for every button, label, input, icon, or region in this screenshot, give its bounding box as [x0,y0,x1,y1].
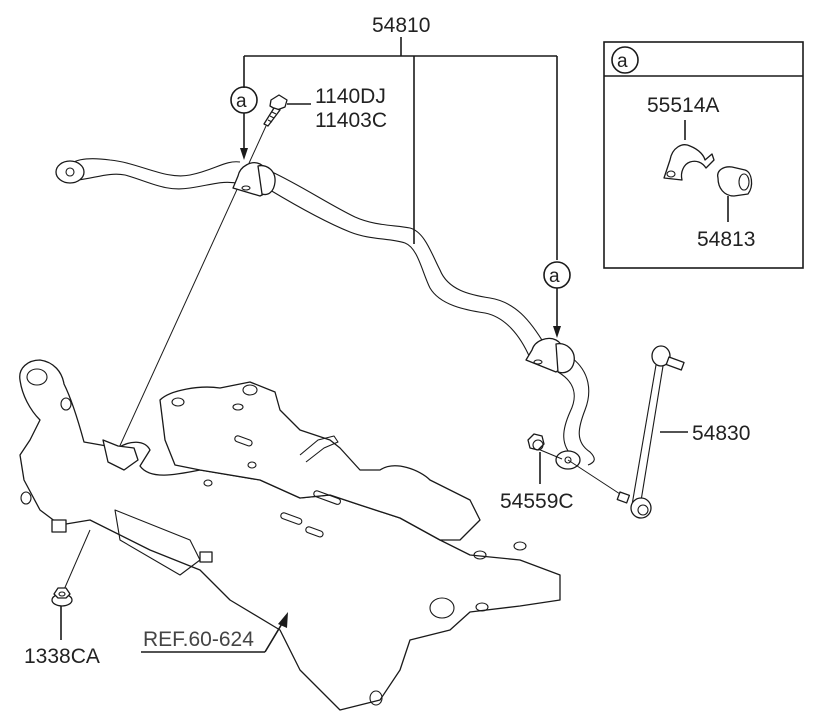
ref-leader [141,612,288,653]
callout-a-right[interactable]: a [543,261,571,338]
nut-icon[interactable] [527,433,545,451]
label-55514A[interactable]: 55514A [647,94,719,117]
leader-nut-link [537,448,563,460]
leader-link-stud [567,459,621,495]
bushing-bracket-left[interactable] [232,162,276,197]
detail-box-marker: a [617,51,628,72]
callout-a-left-text: a [236,91,247,112]
label-11403C[interactable]: 11403C [315,109,387,132]
label-1140DJ[interactable]: 1140DJ [315,85,386,108]
bushing-icon[interactable] [717,166,753,197]
stabilizer-bar[interactable] [55,158,595,470]
stabilizer-link[interactable] [616,345,685,519]
bracket-icon[interactable] [663,144,715,181]
bolt-icon[interactable] [263,94,288,127]
subframe[interactable] [19,359,561,711]
flange-nut-icon[interactable] [51,587,73,607]
leader-nut-subframe-top [62,529,91,593]
callout-a-right-text: a [549,266,560,287]
label-54830[interactable]: 54830 [692,422,750,445]
label-ref-60-624[interactable]: REF.60-624 [143,628,254,651]
callout-a-left[interactable]: a [230,86,258,160]
bushing-bracket-right[interactable] [525,337,575,374]
label-1338CA[interactable]: 1338CA [24,645,100,668]
leader-54810 [243,37,558,260]
label-54559C[interactable]: 54559C [500,490,574,513]
label-54810[interactable]: 54810 [372,14,430,37]
detail-box: a [603,41,804,269]
label-54813[interactable]: 54813 [697,228,755,251]
